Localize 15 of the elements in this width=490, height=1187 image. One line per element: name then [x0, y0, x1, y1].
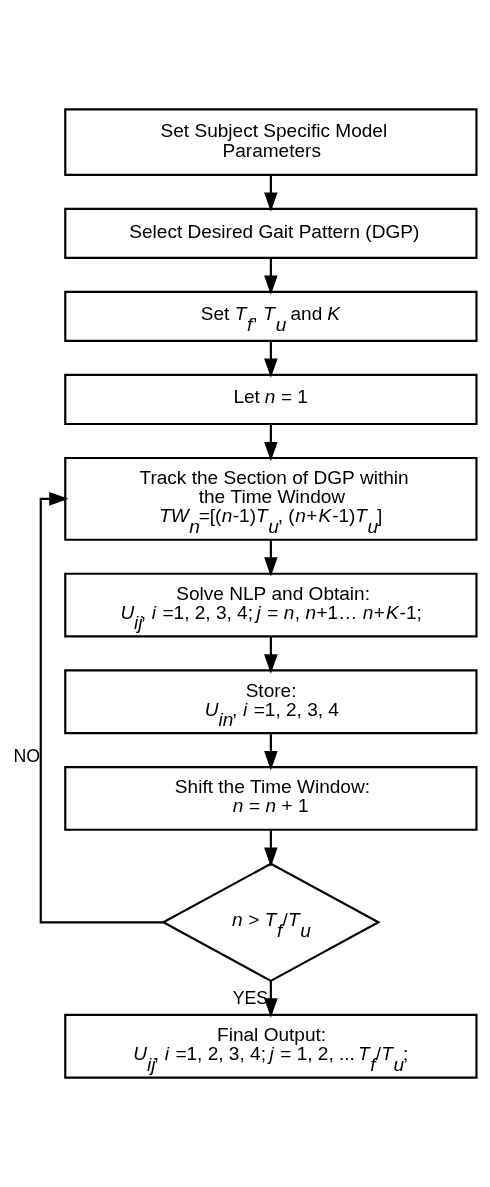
arrow	[264, 636, 278, 674]
arrow	[264, 733, 278, 771]
node-box: Let n = 1	[64, 373, 478, 426]
edge-label: NO	[13, 746, 41, 767]
node-box: Set Subject Specific Model Parameters	[64, 108, 478, 176]
arrow	[264, 981, 278, 1018]
arrow	[264, 258, 278, 295]
node-box: Select Desired Gait Pattern (DGP)	[64, 207, 478, 259]
arrow	[264, 830, 278, 867]
node-box: Shift the Time Window: n = n + 1	[64, 766, 478, 831]
edge-label: YES	[232, 988, 269, 1009]
arrow	[264, 424, 278, 462]
arrow	[39, 492, 164, 924]
arrow	[264, 175, 278, 212]
arrow	[264, 341, 278, 378]
